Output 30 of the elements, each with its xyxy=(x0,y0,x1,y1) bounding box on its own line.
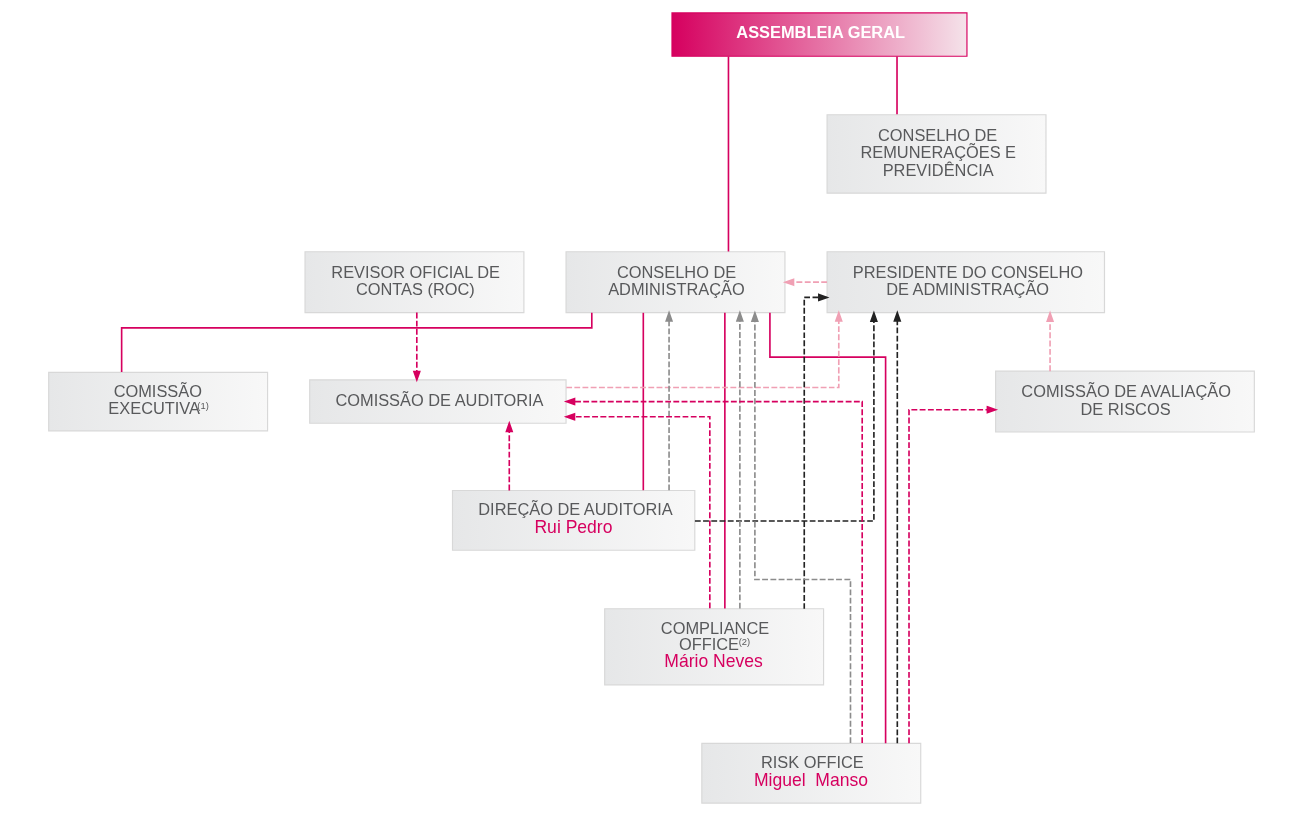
node-box: PRESIDENTE DO CONSELHO DE ADMINISTRAÇÃO xyxy=(826,251,1106,314)
arrow xyxy=(893,310,902,745)
arrow xyxy=(563,412,711,610)
arrow xyxy=(565,310,843,389)
arrow xyxy=(694,310,878,522)
node-box: DIREÇÃO DE AUDITORIA Rui Pedro xyxy=(451,489,696,551)
node-box: CONSELHO DE REMUNERAÇÕES E PREVIDÊNCIA xyxy=(826,114,1047,194)
arrow xyxy=(563,397,863,744)
node-box: CONSELHO DE ADMINISTRAÇÃO xyxy=(565,251,786,314)
arrow xyxy=(782,278,828,287)
node-box: COMISSÃO DE AUDITORIA xyxy=(309,379,567,424)
node-box: COMISSÃO EXECUTIVA$^{(1)}$ xyxy=(48,371,269,432)
connector xyxy=(769,311,887,745)
arrow xyxy=(412,311,421,383)
arrow xyxy=(750,310,852,744)
connector xyxy=(642,312,645,492)
arrow xyxy=(803,293,830,610)
arrow xyxy=(908,405,999,744)
node-box: COMISSÃO DE AVALIAÇÃO DE RISCOS xyxy=(995,370,1255,433)
arrow xyxy=(505,420,514,492)
node-box: REVISOR OFICIAL DE CONTAS (ROC) xyxy=(304,251,525,314)
arrow xyxy=(1046,310,1055,372)
node-box: COMPLIANCE OFFICE$^{(2)}$ Mário Neves xyxy=(604,608,825,686)
arrow xyxy=(665,310,674,492)
node-box: RISK OFFICE Miguel Manso xyxy=(701,742,922,804)
arrow xyxy=(735,310,744,610)
connector xyxy=(727,55,730,253)
node-box: ASSEMBLEIA GERAL xyxy=(671,12,968,57)
connector xyxy=(724,311,726,610)
connector xyxy=(896,55,898,116)
